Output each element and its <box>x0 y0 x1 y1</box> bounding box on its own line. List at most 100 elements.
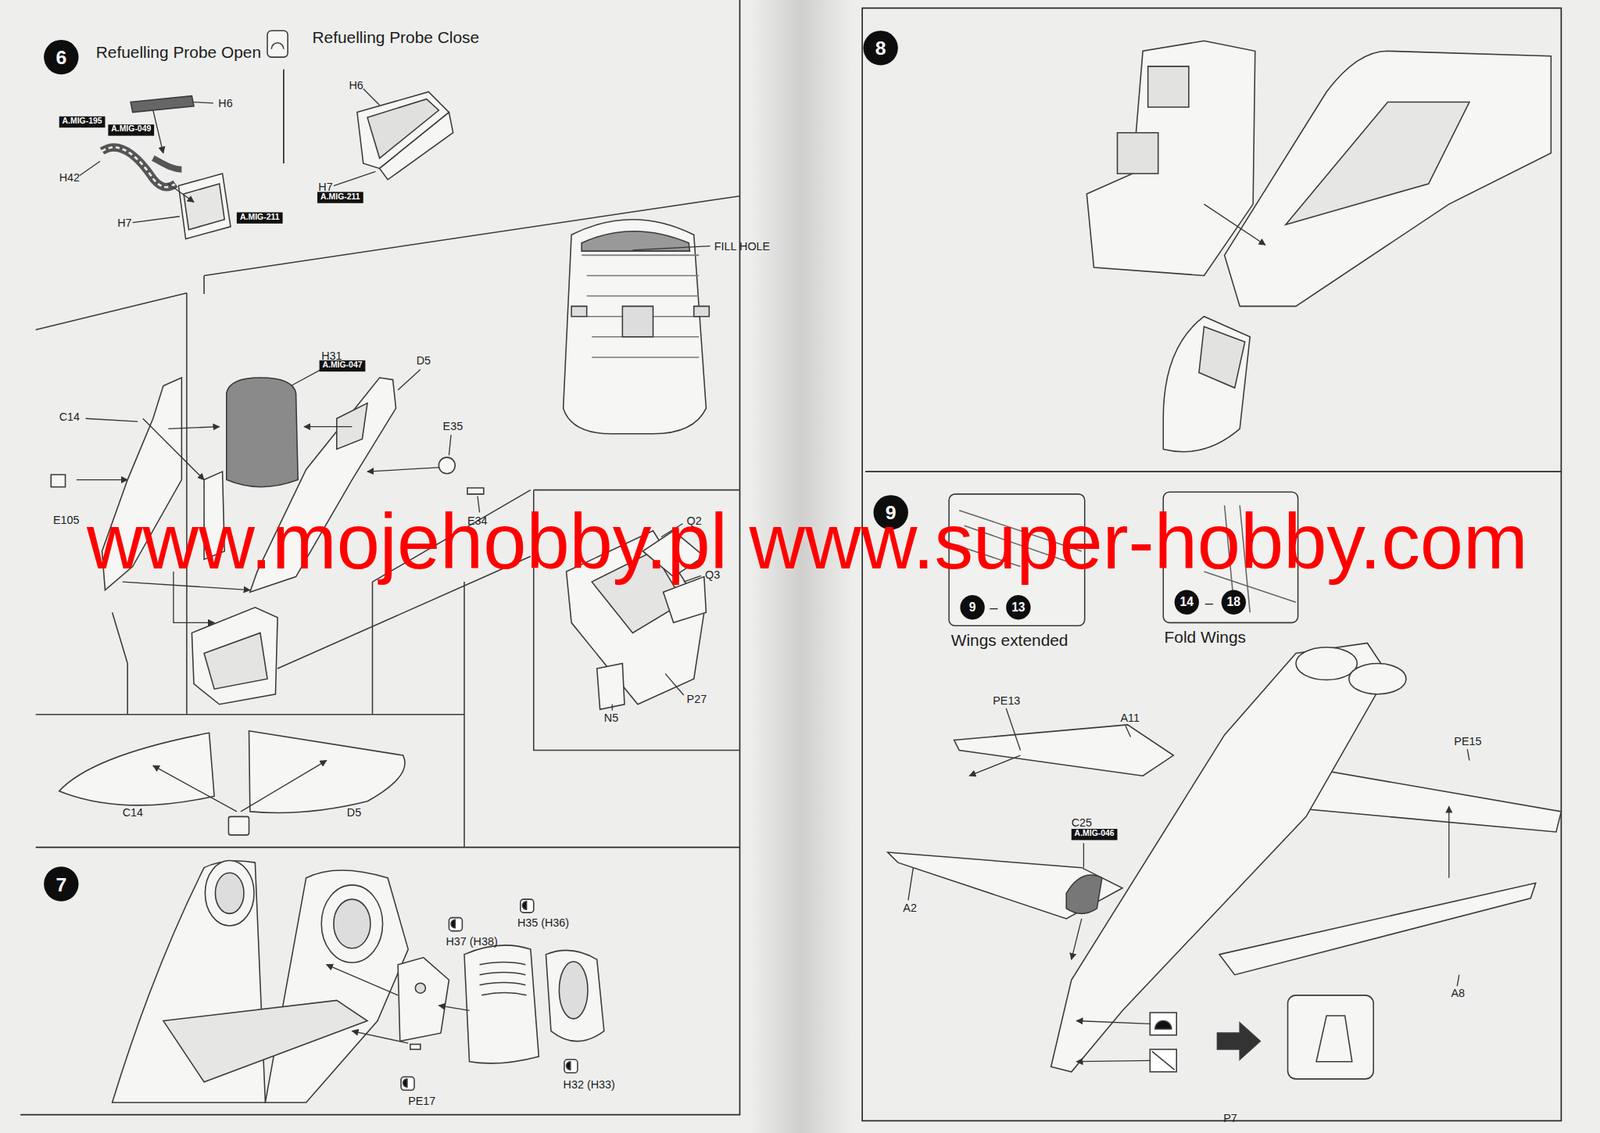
page-frame <box>20 0 1561 1121</box>
part-drawing <box>1316 1015 1353 1062</box>
part-drawing <box>397 957 449 1042</box>
part-number: D5 <box>416 354 431 366</box>
leader-line <box>1005 708 1021 751</box>
part-drawing <box>1224 50 1552 306</box>
part-number: H7 <box>318 181 333 193</box>
part-drawing <box>1217 1022 1260 1060</box>
part-drawing <box>571 306 709 337</box>
part-drawing <box>163 999 368 1081</box>
step-number-text: 7 <box>55 873 67 894</box>
part-drawing <box>448 917 462 931</box>
part-drawing <box>451 919 455 928</box>
page-frame <box>35 846 741 849</box>
leader-line <box>448 434 452 455</box>
assembly-arrow <box>326 964 398 996</box>
assembly-arrow <box>153 765 237 812</box>
part-drawing <box>321 884 383 963</box>
step-range-number: 9 <box>959 594 985 620</box>
part-number: H6 <box>348 78 363 90</box>
part-drawing <box>522 901 527 910</box>
leader-line <box>85 418 139 422</box>
part-number: H32 (H33) <box>563 1077 616 1089</box>
part-number: PE13 <box>992 694 1021 706</box>
part-drawing <box>400 1076 415 1090</box>
step-range-number-text: 13 <box>1011 601 1025 614</box>
leader-line <box>665 673 684 695</box>
part-number: D5 <box>347 806 362 818</box>
step-heading: Refuelling Probe Close <box>311 29 480 47</box>
part-drawing <box>403 1078 408 1087</box>
part-drawing <box>333 898 371 949</box>
note: FILL HOLE <box>714 239 770 251</box>
leader-line <box>612 704 613 711</box>
assembly-arrow <box>1071 918 1082 960</box>
part-drawing <box>1117 66 1189 174</box>
part-drawing <box>597 663 625 710</box>
leader-line <box>1083 842 1085 867</box>
leader-line <box>333 171 376 186</box>
part-drawing <box>566 1061 571 1070</box>
part-number: N5 <box>604 712 619 724</box>
part-drawing <box>35 30 1562 1103</box>
leader-line <box>1456 974 1460 986</box>
step-range-number-text: 18 <box>1227 595 1241 609</box>
part-number: PE15 <box>1453 735 1482 747</box>
assembly-arrow <box>168 183 194 202</box>
part-number: E35 <box>443 419 464 431</box>
part-drawing <box>1152 1051 1175 1070</box>
part-drawing <box>1149 1012 1177 1035</box>
part-drawing <box>249 730 406 813</box>
part-drawing <box>214 872 244 913</box>
part-number: H42 <box>59 171 80 183</box>
part-drawing <box>479 961 527 995</box>
assembly-arrow <box>367 467 439 472</box>
page-number: P7 <box>1223 1111 1238 1123</box>
step-range-number: 13 <box>1005 594 1031 620</box>
part-drawing <box>1066 874 1103 913</box>
part-number: E105 <box>53 513 80 525</box>
leader-line <box>193 102 214 104</box>
step-heading: Refuelling Probe Open <box>96 44 262 61</box>
part-number: C14 <box>122 806 144 818</box>
assembly-arrow <box>143 418 205 480</box>
part-drawing <box>59 732 215 806</box>
part-drawing <box>887 851 1123 919</box>
option-caption: Fold Wings <box>1164 629 1246 646</box>
part-number: P27 <box>687 693 708 705</box>
part-drawing <box>1295 647 1357 681</box>
part-drawing <box>545 949 604 1041</box>
part-drawing <box>467 487 484 494</box>
step-range-number: 18 <box>1221 590 1246 615</box>
leader-line <box>79 161 101 176</box>
part-drawing <box>1163 316 1250 452</box>
part-number: C25 <box>1071 816 1092 828</box>
step-range-number-text: 9 <box>969 601 977 614</box>
paint-code: A.MIG-211 <box>317 191 364 203</box>
step-number: 6 <box>43 39 79 75</box>
paint-code-text: A.MIG-211 <box>239 213 280 222</box>
assembly-arrow <box>304 425 352 427</box>
part-number: H35 (H36) <box>517 916 570 928</box>
assembly-arrow <box>76 479 128 480</box>
part-drawing <box>379 112 454 180</box>
step-number-text: 6 <box>55 47 67 68</box>
assembly-arrow <box>76 110 1450 1062</box>
paint-code: A.MIG-047 <box>319 359 366 371</box>
paint-code: A.MIG-046 <box>1071 827 1118 839</box>
assembly-arrow <box>240 760 327 812</box>
part-number: H6 <box>218 97 233 109</box>
part-drawing <box>153 157 183 169</box>
paint-code: A.MIG-211 <box>236 211 283 223</box>
paint-code-text: A.MIG-046 <box>1074 829 1115 838</box>
page-frame <box>865 470 1561 473</box>
paint-code-text: A.MIG-047 <box>322 361 362 369</box>
part-number: H37 (H38) <box>445 934 498 946</box>
part-drawing <box>410 1044 421 1050</box>
part-number: C14 <box>59 410 80 422</box>
part-drawing <box>183 183 225 230</box>
paint-code-text: A.MIG-049 <box>110 125 151 134</box>
page-frame <box>282 69 285 164</box>
part-drawing <box>1285 102 1470 226</box>
